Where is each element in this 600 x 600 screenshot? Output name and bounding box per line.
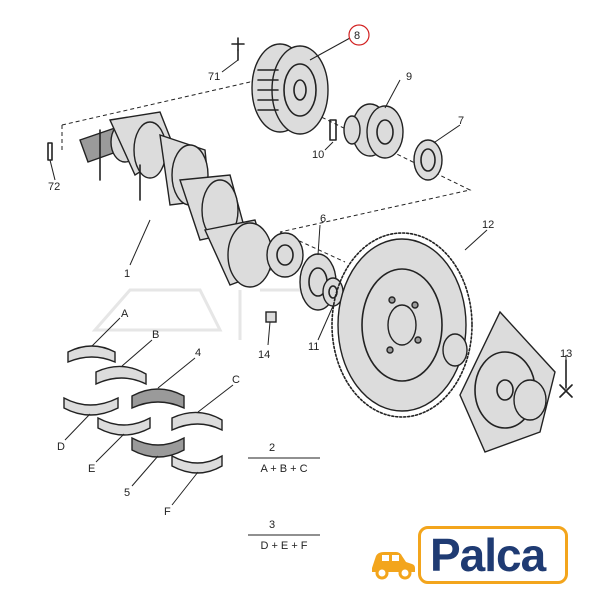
- svg-text:2: 2: [269, 442, 275, 454]
- callout-C: C: [232, 374, 240, 386]
- dowel-14: [265, 311, 277, 323]
- seal-7: [413, 139, 443, 181]
- callout-7: 7: [458, 115, 464, 127]
- callout-B: B: [152, 329, 159, 341]
- palca-logo: Palca: [368, 524, 580, 590]
- svg-text:D + E + F: D + E + F: [260, 540, 307, 552]
- callout-4: 4: [195, 347, 201, 359]
- callout-13: 13: [560, 348, 572, 360]
- svg-text:3: 3: [269, 519, 275, 531]
- sprocket: [343, 103, 404, 159]
- pin-72: [47, 142, 53, 161]
- callout-9: 9: [406, 71, 412, 83]
- callout-1: 1: [124, 268, 130, 280]
- highlight-circle: [348, 24, 370, 46]
- crankshaft: [79, 111, 304, 288]
- callout-11: 11: [308, 341, 319, 353]
- callout-A: A: [121, 308, 129, 320]
- logo-text: Palca: [430, 529, 546, 581]
- bearing-thrust-4: [131, 388, 185, 410]
- callout-71: 71: [208, 71, 220, 83]
- bolt-13: [559, 359, 573, 398]
- bearing-shell-A: [67, 345, 116, 364]
- car-icon: [372, 552, 415, 580]
- flywheel: [331, 232, 473, 418]
- logo-frame: [418, 526, 568, 584]
- leader-lines: [49, 37, 567, 506]
- formula-2: 2 A + B + C: [248, 442, 320, 475]
- callout-14: 14: [258, 349, 270, 361]
- callout-10: 10: [312, 149, 324, 161]
- vibration-damper: [251, 43, 329, 135]
- callout-8: 8: [354, 30, 360, 42]
- bearing-shell-C: [171, 411, 223, 432]
- svg-text:A + B + C: A + B + C: [260, 463, 307, 475]
- formula-3: 3 D + E + F: [248, 519, 320, 552]
- bearing-shell-E: [97, 416, 151, 436]
- flex-plate: [442, 310, 556, 453]
- callout-72: 72: [48, 181, 60, 193]
- bolt-71: [231, 37, 245, 61]
- bearing-shell-D: [63, 396, 119, 416]
- bearing-thrust-5: [131, 436, 185, 458]
- callout-12: 12: [482, 219, 494, 231]
- bearing-shell-B: [95, 365, 147, 386]
- bolt-10: [329, 119, 337, 141]
- bearing-shell-F: [171, 454, 223, 474]
- callout-D: D: [57, 441, 65, 453]
- callout-F: F: [164, 506, 171, 518]
- callout-E: E: [88, 463, 95, 475]
- callout-5: 5: [124, 487, 130, 499]
- callout-6: 6: [320, 213, 326, 225]
